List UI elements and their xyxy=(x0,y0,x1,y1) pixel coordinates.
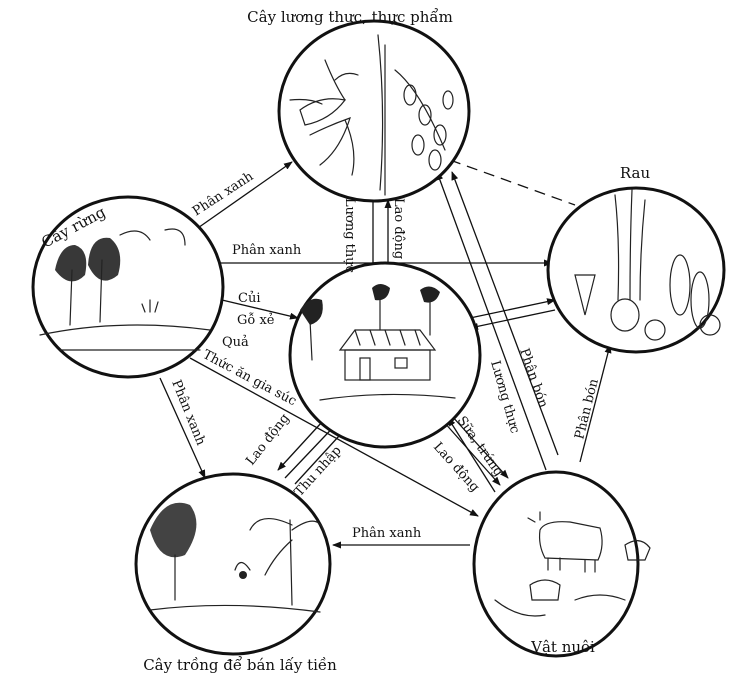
dashed-link-food-veg xyxy=(450,160,575,205)
label-livestock-veg-fert2: Phân bón xyxy=(572,377,602,441)
node-livestock xyxy=(474,472,650,656)
label-forest-livestock-feed: Thức ăn gia súc xyxy=(200,347,299,409)
node-vegetables xyxy=(548,188,724,352)
node-cash-crops xyxy=(136,474,330,654)
label-cash-home-income: Thu nhập xyxy=(292,443,345,499)
title-cash-crops: Cây trồng để bán lấy tiền xyxy=(143,656,337,674)
label-forest-cash: Phân xanh xyxy=(168,378,208,448)
label-home-food-labor: Lao động xyxy=(391,198,406,259)
title-livestock: Vật nuôi xyxy=(530,638,595,656)
title-food-crops: Cây lương thực, thực phẩm xyxy=(247,8,453,26)
food-crops-circle xyxy=(279,21,469,201)
label-forest-home-timber: Gỗ xẻ xyxy=(237,312,275,328)
node-household xyxy=(290,263,480,447)
arrow-home-veg xyxy=(470,300,555,318)
label-food-home-grain: Lương thực xyxy=(342,198,357,273)
cash-crops-circle xyxy=(136,474,330,654)
livestock-circle xyxy=(474,472,638,656)
title-vegetables: Rau xyxy=(620,164,651,182)
label-livestock-food-grain: Lương thực xyxy=(487,359,522,435)
label-forest-home-firewood: Củi xyxy=(238,291,260,306)
label-livestock-cash: Phân xanh xyxy=(352,526,422,541)
node-food-crops xyxy=(279,21,469,201)
arrow-veg-home xyxy=(470,310,555,328)
label-forest-veg: Phân xanh xyxy=(232,243,302,258)
label-home-cash-labor: Lao động xyxy=(243,411,292,468)
label-forest-home-fruit: Quả xyxy=(222,335,249,350)
label-livestock-veg-fert1: Phân bón xyxy=(516,346,551,410)
